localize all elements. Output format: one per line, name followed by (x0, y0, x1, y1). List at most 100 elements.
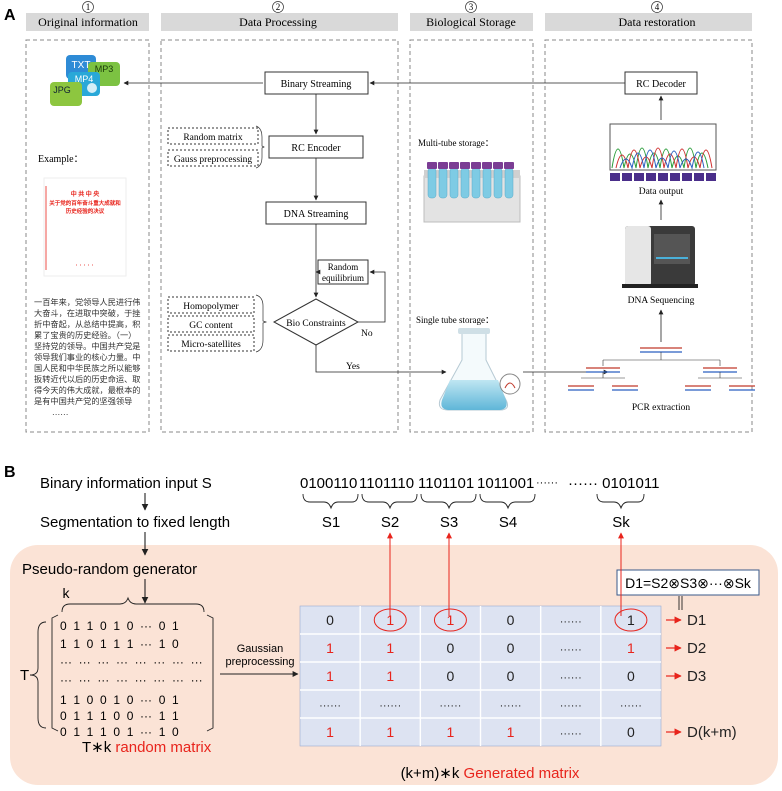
grid-cell: 1 (447, 612, 455, 628)
grid-cell: 1 (386, 640, 394, 656)
grid-cell: 0 (507, 640, 515, 656)
segment-braces (302, 493, 645, 510)
rc-decoder-label: RC Decoder (636, 79, 686, 90)
matrix-row: ··· ··· ··· ··· ··· ··· ··· ··· (60, 655, 203, 669)
svg-text:国人民和中华民族之所以能够: 国人民和中华民族之所以能够 (34, 363, 140, 373)
grid-cell: ······ (379, 700, 401, 712)
micro-satellites-box (167, 334, 255, 352)
pcr-tree-icon (568, 347, 755, 391)
multi-tube-rack-icon (423, 162, 521, 223)
grid-cell: 1 (627, 640, 635, 656)
bits-s4: 1011001 (477, 475, 534, 492)
grid-cell: ······ (319, 700, 341, 712)
generated-matrix-grid: 0 1 1 0 ······ 1 1 1 0 0 ······ 1 1 1 0 0 ······ 0 ······ ·… (299, 532, 737, 747)
gaussian-label-1: Gaussian (237, 643, 283, 655)
grid-cell: 0 (326, 612, 334, 628)
gc-content-box (167, 315, 255, 333)
flask-icon (438, 328, 521, 411)
random-matrix-caption: T∗k random matrix (82, 739, 212, 756)
pseudo-random-label: Pseudo-random generator (22, 561, 197, 578)
jpg-icon (50, 82, 82, 106)
label-s1: S1 (322, 514, 340, 531)
svg-text:领导我们事业的核心力量。中: 领导我们事业的核心力量。中 (34, 352, 140, 362)
bits-ellipsis: ······ (536, 477, 558, 489)
bio-constraints-label: Bio Constraints (286, 319, 346, 329)
section-number-4: 4 (655, 2, 660, 12)
matrix-row: 1 1 0 1 1 1 ··· 1 0 (60, 637, 179, 651)
column-restoration (544, 39, 753, 433)
grid-cell: ······ (620, 700, 642, 712)
multi-tube-label: Multi-tube storage： (418, 138, 494, 148)
dna-streaming-label: DNA Streaming (284, 209, 349, 220)
grid-cell: ······ (560, 616, 582, 628)
rc-encoder-label: RC Encoder (291, 143, 341, 154)
gauss-preprocessing-box (167, 149, 259, 167)
column-processing (160, 39, 399, 433)
label-s2: S2 (381, 514, 399, 531)
grid-cell: 0 (507, 612, 515, 628)
bits-s3: 1101101 (418, 475, 474, 492)
data-output-label: Data output (639, 187, 684, 197)
grid-cell: 1 (386, 612, 394, 628)
gc-content-label: GC content (189, 321, 233, 331)
example-text: 一百年来，党领导人民进行伟 大奋斗，在进取中突破，于挫 折中奋起，从总结中提高，… (34, 297, 140, 417)
random-matrix-label: Random matrix (183, 133, 243, 143)
matrix-right-bracket (206, 614, 214, 732)
brace-encoder (255, 125, 265, 169)
generated-matrix-caption: (k+m)∗k Generated matrix (401, 765, 580, 782)
grid-cell: 1 (326, 640, 334, 656)
random-equilibrium-label-1: Random (328, 262, 359, 272)
doc-heading-1: 中 共 中 央 (71, 190, 101, 198)
k-brace (61, 596, 205, 613)
section-title-processing: Data Processing (239, 15, 317, 29)
micro-satellites-label: Micro-satellites (181, 340, 241, 350)
k-label: k (63, 585, 71, 601)
matrix-row: ··· ··· ··· ··· ··· ··· ··· ··· (60, 673, 203, 687)
section-title-restoration: Data restoration (619, 15, 696, 29)
grid-cell: 0 (627, 724, 635, 740)
grid-cell: ······ (439, 700, 461, 712)
single-tube-label: Single tube storage： (416, 315, 494, 325)
section-header-restoration: 4 Data restoration (545, 1, 752, 31)
no-label: No (361, 329, 373, 339)
grid-cell: ······ (560, 644, 582, 656)
section-number-2: 2 (276, 2, 281, 12)
matrix-row: 0 1 1 1 0 0 ··· 1 1 (60, 709, 179, 723)
sequencer-icon (622, 226, 698, 288)
svg-text:……: …… (52, 408, 68, 417)
panel-a-label: A (4, 7, 16, 24)
doc-heading-2: 关于党的百年奋斗重大成就和 (49, 199, 121, 207)
svg-text:大奋斗，在进取中突破，于挫: 大奋斗，在进取中突破，于挫 (34, 308, 140, 318)
svg-text:扳转近代以后的历史命运、取: 扳转近代以后的历史命运、取 (34, 374, 140, 384)
grid-cell: 1 (326, 724, 334, 740)
column-storage (409, 39, 534, 433)
gauss-preprocessing-label: Gauss preprocessing (174, 155, 253, 165)
random-equilibrium-box (317, 259, 369, 285)
grid-cell: 0 (447, 668, 455, 684)
grid-cell: 1 (627, 612, 635, 628)
bits-s1: 0100110 (300, 475, 357, 492)
grid-cell: ······ (500, 700, 522, 712)
pcr-extraction-label: PCR extraction (632, 403, 691, 413)
example-label: Example： (38, 154, 84, 165)
svg-text:JPG: JPG (53, 85, 71, 95)
matrix-row: 0 1 1 0 1 0 ··· 0 1 (60, 619, 179, 633)
svg-text:是有中国共产党的坚强领导: 是有中国共产党的坚强领导 (34, 396, 132, 406)
row-label: D1 (687, 612, 706, 629)
formula-box (616, 569, 760, 596)
grid-cell: ······ (560, 728, 582, 740)
file-icons: TXT MP3 MP4 JPG (50, 55, 120, 106)
rc-decoder-box (624, 71, 698, 95)
svg-text:累了宝贵的历史经验。（一）: 累了宝贵的历史经验。（一） (34, 330, 136, 340)
t-brace (29, 621, 47, 729)
grid-cell: 0 (627, 668, 635, 684)
grid-cell: 1 (386, 724, 394, 740)
grid-cell: 0 (447, 640, 455, 656)
document-thumbnail: 中 共 中 央 关于党的百年奋斗重大成就和 历史经验的决议 (43, 177, 127, 277)
yes-label: Yes (346, 362, 360, 372)
grid-cell: 0 (507, 668, 515, 684)
svg-text:TXT: TXT (72, 60, 91, 71)
binary-streaming-box (264, 71, 369, 95)
svg-text:得今天的伟大成就，最根本的: 得今天的伟大成就，最根本的 (34, 385, 140, 395)
